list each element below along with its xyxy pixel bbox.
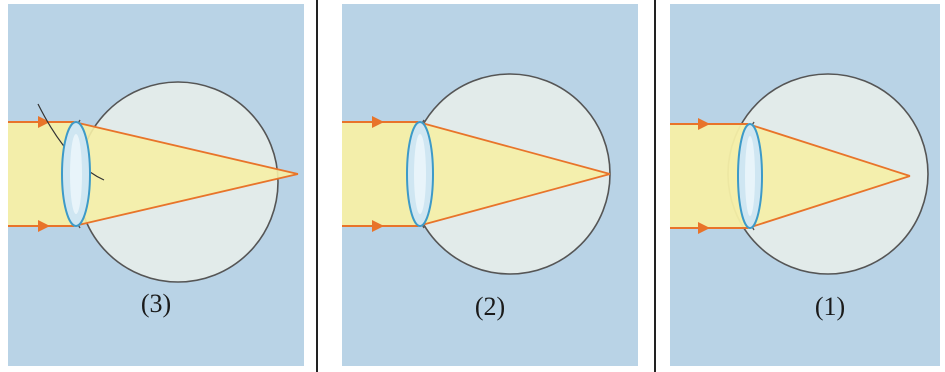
light-beam bbox=[670, 124, 748, 228]
panel-2: (2) bbox=[342, 4, 638, 366]
panel-label-3: (3) bbox=[96, 289, 216, 319]
separator-right bbox=[654, 0, 656, 372]
panel-1: (1) bbox=[670, 4, 940, 366]
lens-highlight bbox=[745, 136, 755, 216]
panel-label-1: (1) bbox=[770, 292, 890, 322]
lens-highlight bbox=[414, 134, 426, 214]
separator-left bbox=[316, 0, 318, 372]
panel-label-2: (2) bbox=[430, 292, 550, 322]
lens-highlight bbox=[70, 134, 82, 214]
panel-3: (3) bbox=[8, 4, 304, 366]
